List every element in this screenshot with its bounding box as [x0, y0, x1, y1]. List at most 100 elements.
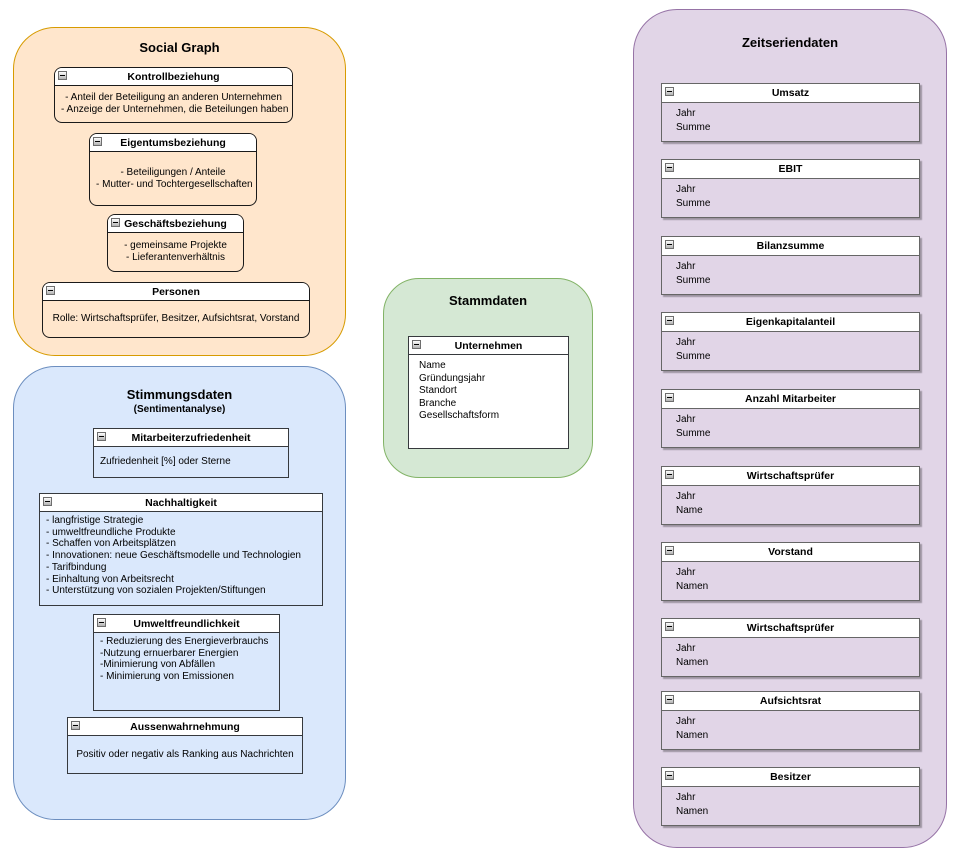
group-zeitseriendaten[interactable]: Zeitseriendaten Umsatz Jahr Summe EBIT J… — [633, 9, 947, 848]
collapse-icon[interactable] — [665, 622, 674, 631]
collapse-icon[interactable] — [97, 618, 106, 627]
entity-title: Umweltfreundlichkeit — [133, 617, 240, 630]
attribute-line: Namen — [676, 580, 709, 592]
entity-title: Vorstand — [768, 546, 813, 558]
entity-title: Anzahl Mitarbeiter — [744, 393, 836, 405]
group-subtitle-stimmungsdaten: (Sentimentanalyse) — [133, 404, 226, 415]
attribute-line: - Mutter- und Tochtergesellschaften — [96, 178, 253, 190]
entity-geschaeftsbeziehung[interactable]: Geschäftsbeziehung - gemeinsame Projekte… — [107, 214, 244, 272]
collapse-icon[interactable] — [665, 393, 674, 402]
attribute-line: - Unterstützung von sozialen Projekten/S… — [46, 585, 266, 597]
entity-header: Kontrollbeziehung — [55, 68, 292, 86]
attribute-line: - gemeinsame Projekte — [124, 240, 227, 251]
entity-body: - Anteil der Beteiligung an anderen Unte… — [55, 86, 292, 122]
entity-header: Umweltfreundlichkeit — [94, 615, 279, 633]
attribute-line: - Innovationen: neue Geschäftsmodelle un… — [46, 550, 301, 562]
group-title-social-graph: Social Graph — [139, 40, 220, 55]
collapse-icon[interactable] — [412, 340, 421, 349]
collapse-icon[interactable] — [665, 87, 674, 96]
entity-kontrollbeziehung[interactable]: Kontrollbeziehung - Anteil der Beteiligu… — [54, 67, 293, 123]
attribute-line: - Tarifbindung — [46, 561, 107, 573]
entity-body: Jahr Summe — [662, 179, 919, 217]
entity-body: Jahr Summe — [662, 332, 919, 370]
attribute-line: Gründungsjahr — [419, 372, 486, 384]
attribute-line: Summe — [676, 427, 711, 439]
entity-eigentumsbeziehung[interactable]: Eigentumsbeziehung - Beteiligungen / Ant… — [89, 133, 257, 206]
entity-wirtschaftspruefer-1[interactable]: Wirtschaftsprüfer Jahr Name — [661, 466, 920, 525]
entity-umsatz[interactable]: Umsatz Jahr Summe — [661, 83, 920, 142]
entity-title: EBIT — [778, 163, 803, 175]
collapse-icon[interactable] — [46, 286, 55, 295]
entity-besitzer[interactable]: Besitzer Jahr Namen — [661, 767, 920, 826]
entity-header: EBIT — [662, 160, 919, 179]
entity-bilanzsumme[interactable]: Bilanzsumme Jahr Summe — [661, 236, 920, 295]
collapse-icon[interactable] — [665, 695, 674, 704]
entity-header: Wirtschaftsprüfer — [662, 619, 919, 638]
group-social-graph[interactable]: Social Graph Kontrollbeziehung - Anteil … — [13, 27, 346, 356]
entity-body: Jahr Namen — [662, 711, 919, 749]
collapse-icon[interactable] — [665, 546, 674, 555]
entity-header: Vorstand — [662, 543, 919, 562]
entity-anzahl-mitarbeiter[interactable]: Anzahl Mitarbeiter Jahr Summe — [661, 389, 920, 448]
entity-body: Jahr Summe — [662, 409, 919, 447]
entity-ebit[interactable]: EBIT Jahr Summe — [661, 159, 920, 218]
collapse-icon[interactable] — [97, 432, 106, 441]
entity-title: Personen — [152, 285, 200, 298]
entity-header: Aussenwahrnehmung — [68, 718, 302, 736]
entity-body: Jahr Namen — [662, 787, 919, 825]
attribute-line: - Minimierung von Emissionen — [100, 671, 234, 683]
attribute-line: - Reduzierung des Energieverbrauchs — [100, 636, 269, 647]
collapse-icon[interactable] — [665, 771, 674, 780]
entity-title: Wirtschaftsprüfer — [746, 470, 835, 482]
collapse-icon[interactable] — [71, 721, 80, 730]
entity-title: Geschäftsbeziehung — [124, 217, 227, 230]
entity-header: Bilanzsumme — [662, 237, 919, 256]
entity-aufsichtsrat[interactable]: Aufsichtsrat Jahr Namen — [661, 691, 920, 750]
entity-nachhaltigkeit[interactable]: Nachhaltigkeit - langfristige Strategie … — [39, 493, 323, 606]
collapse-icon[interactable] — [665, 316, 674, 325]
entity-vorstand[interactable]: Vorstand Jahr Namen — [661, 542, 920, 601]
entity-mitarbeiterzufriedenheit[interactable]: Mitarbeiterzufriedenheit Zufriedenheit [… — [93, 428, 289, 478]
entity-wirtschaftspruefer-2[interactable]: Wirtschaftsprüfer Jahr Namen — [661, 618, 920, 677]
collapse-icon[interactable] — [665, 240, 674, 249]
collapse-icon[interactable] — [665, 163, 674, 172]
entity-header: Besitzer — [662, 768, 919, 787]
group-title-stimmungsdaten: Stimmungsdaten — [126, 387, 233, 402]
collapse-icon[interactable] — [43, 497, 52, 506]
attribute-line: Jahr — [676, 491, 696, 502]
entity-header: Umsatz — [662, 84, 919, 103]
entity-title: Aufsichtsrat — [759, 695, 822, 707]
entity-umweltfreundlichkeit[interactable]: Umweltfreundlichkeit - Reduzierung des E… — [93, 614, 280, 711]
attribute-line: Zufriedenheit [%] oder Sterne — [100, 456, 231, 468]
collapse-icon[interactable] — [93, 137, 102, 146]
collapse-icon[interactable] — [665, 470, 674, 479]
entity-title: Eigentumsbeziehung — [120, 136, 226, 149]
entity-body: Rolle: Wirtschaftsprüfer, Besitzer, Aufs… — [43, 301, 309, 337]
attribute-line: - Einhaltung von Arbeitsrecht — [46, 573, 174, 585]
entity-header: Wirtschaftsprüfer — [662, 467, 919, 486]
entity-title: Nachhaltigkeit — [145, 496, 217, 509]
attribute-line: Branche — [419, 397, 457, 409]
entity-body: Jahr Summe — [662, 256, 919, 294]
attribute-line: Summe — [676, 197, 711, 209]
attribute-line: Jahr — [676, 184, 696, 195]
collapse-icon[interactable] — [111, 218, 120, 227]
entity-body: - Beteiligungen / Anteile - Mutter- und … — [90, 152, 256, 205]
entity-title: Mitarbeiterzufriedenheit — [131, 431, 251, 444]
entity-header: Personen — [43, 283, 309, 301]
entity-aussenwahrnehmung[interactable]: Aussenwahrnehmung Positiv oder negativ a… — [67, 717, 303, 774]
entity-unternehmen[interactable]: Unternehmen Name Gründungsjahr Standort … — [408, 336, 569, 449]
collapse-icon[interactable] — [58, 71, 67, 80]
group-stimmungsdaten[interactable]: Stimmungsdaten (Sentimentanalyse) Mitarb… — [13, 366, 346, 820]
group-stammdaten[interactable]: Stammdaten Unternehmen Name Gründungsjah… — [383, 278, 593, 478]
entity-title: Eigenkapitalanteil — [745, 316, 836, 328]
attribute-line: - Anteil der Beteiligung an anderen Unte… — [65, 92, 282, 103]
attribute-line: Standort — [419, 385, 457, 397]
entity-header: Anzahl Mitarbeiter — [662, 390, 919, 409]
entity-body: Jahr Name — [662, 486, 919, 524]
entity-body: - gemeinsame Projekte - Lieferantenverhä… — [108, 233, 243, 271]
entity-header: Unternehmen — [409, 337, 568, 355]
entity-title: Umsatz — [771, 87, 810, 99]
entity-eigenkapitalanteil[interactable]: Eigenkapitalanteil Jahr Summe — [661, 312, 920, 371]
entity-personen[interactable]: Personen Rolle: Wirtschaftsprüfer, Besit… — [42, 282, 310, 338]
